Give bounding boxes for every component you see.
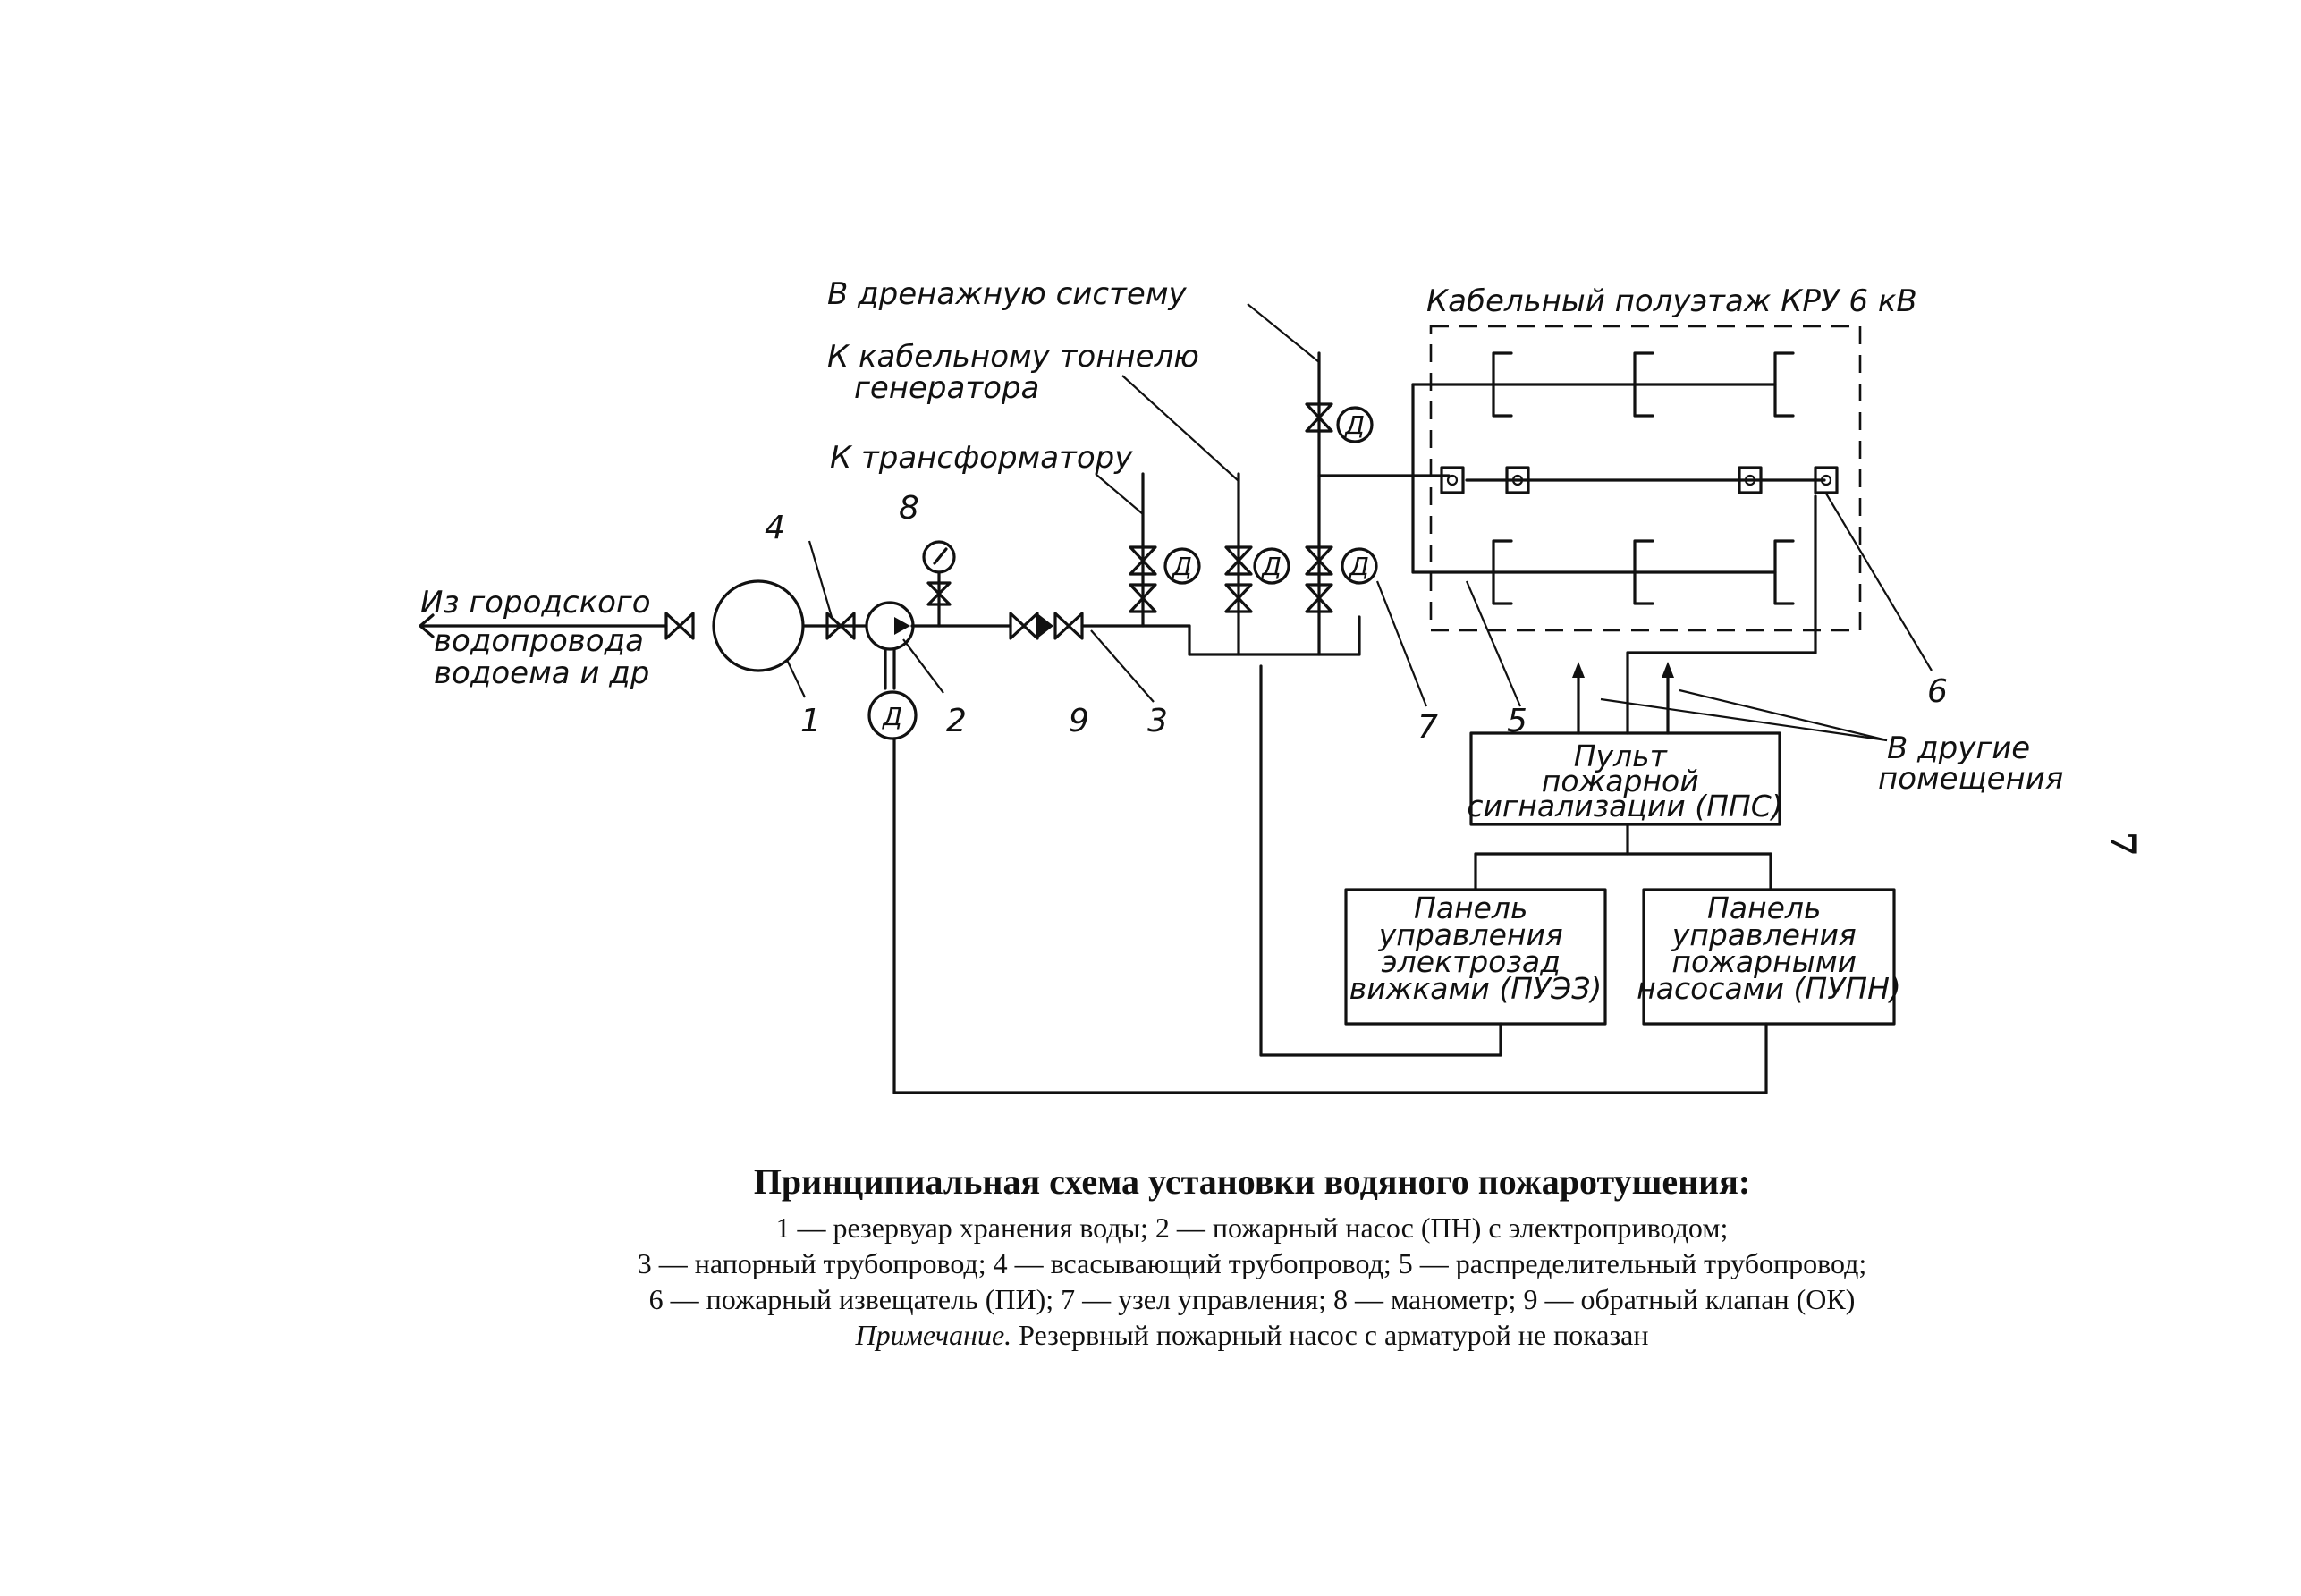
label-other-rooms-2: помещения [1878, 761, 2063, 797]
control-unit-cable-floor: Д [1305, 545, 1378, 613]
inlet-valve-icon [664, 612, 695, 640]
control-unit-transformer: Д [1129, 545, 1201, 613]
suction-valve-icon [825, 612, 856, 640]
item-number-7: 7 [1417, 709, 1438, 746]
inlet-arrow-icon [419, 613, 435, 638]
figure-caption: Принципиальная схема установки водяного … [501, 1161, 2003, 1353]
label-cable-tunnel-2: генератора [854, 370, 1039, 406]
label-city-water-2: водопровода [434, 623, 644, 659]
item-number-8: 8 [899, 490, 919, 527]
page-number: 7 [2102, 832, 2144, 857]
item-number-9: 9 [1069, 703, 1089, 739]
svg-text:Пульт пожарной сигнали: Пульт пожарной сигнализации (ППС) [1467, 739, 1782, 823]
pupn-panel [1642, 888, 1896, 1026]
check-valve-icon [1009, 612, 1084, 640]
svg-text:Д: Д [1343, 410, 1365, 440]
item-number-2: 2 [946, 703, 967, 739]
item-number-1: 1 [800, 703, 821, 739]
caption-note-label: Примечание. [855, 1319, 1012, 1351]
label-city-water-1: Из городского [420, 585, 651, 621]
svg-text:Д: Д [881, 702, 902, 731]
caption-legend-line-2: 3 — напорный трубопровод; 4 — всасывающи… [637, 1247, 1867, 1279]
control-unit-drain: Д [1305, 402, 1374, 443]
cable-floor-zone [1429, 325, 1862, 632]
label-drain: В дренажную систему [827, 276, 1187, 312]
distribution-pipeline [1317, 351, 1795, 605]
caption-note-text: Резервный пожарный насос с арматурой не … [1019, 1319, 1649, 1351]
puez-line-2: управления [1378, 917, 1563, 952]
puez-line-3: электрозад [1382, 944, 1561, 979]
caption-legend-line-1: 1 — резервуар хранения воды; 2 — пожарны… [775, 1212, 1729, 1244]
caption-title: Принципиальная схема установки водяного … [753, 1161, 1751, 1202]
svg-text:Панель управления пожа: Панель управления пожарными насосами (ПУ… [1637, 891, 1901, 1006]
label-city-water-3: водоема и др [434, 655, 649, 691]
caption-legend-line-3: 6 — пожарный извещатель (ПИ); 7 — узел у… [648, 1283, 1856, 1315]
pump-motor-icon: Д [867, 690, 918, 740]
fire-detector-line [1440, 466, 1839, 494]
svg-text:Д: Д [1171, 552, 1192, 581]
puez-panel [1344, 888, 1607, 1026]
pupn-line-1: Панель [1707, 891, 1821, 925]
puez-line-4: вижками (ПУЭЗ) [1349, 971, 1602, 1006]
label-cable-floor: Кабельный полуэтаж КРУ 6 кВ [1426, 283, 1917, 319]
pupn-line-3: пожарными [1671, 944, 1857, 979]
pupn-line-4: насосами (ПУПН) [1637, 971, 1901, 1006]
item-number-6: 6 [1927, 673, 1948, 710]
item-number-3: 3 [1147, 703, 1168, 739]
control-manifold [1141, 351, 1361, 656]
svg-text:Панель управления элек: Панель управления электрозад вижками (ПУ… [1349, 891, 1602, 1006]
puez-line-1: Панель [1414, 891, 1527, 925]
manometer-icon [922, 540, 956, 628]
label-other-rooms-1: В другие [1887, 730, 2030, 766]
control-unit-cable-tunnel: Д [1224, 545, 1290, 613]
fire-pump-icon [865, 601, 915, 690]
pps-panel [1469, 731, 1781, 826]
svg-text:Д: Д [1348, 552, 1369, 581]
label-cable-tunnel-1: К кабельному тоннелю [827, 339, 1199, 375]
svg-text:Д: Д [1260, 552, 1282, 581]
pps-line-3: сигнализации (ППС) [1467, 789, 1782, 823]
pps-line-2: пожарной [1542, 764, 1699, 798]
label-transformer: К трансформатору [830, 440, 1133, 476]
pupn-line-2: управления [1671, 917, 1857, 952]
signal-lines [892, 494, 1888, 1094]
caption-note: Примечание. Резервный пожарный насос с а… [501, 1317, 2003, 1353]
item-number-4: 4 [765, 510, 785, 546]
item-number-5: 5 [1507, 703, 1527, 739]
pps-line-1: Пульт [1574, 739, 1669, 773]
water-reservoir [712, 579, 805, 672]
